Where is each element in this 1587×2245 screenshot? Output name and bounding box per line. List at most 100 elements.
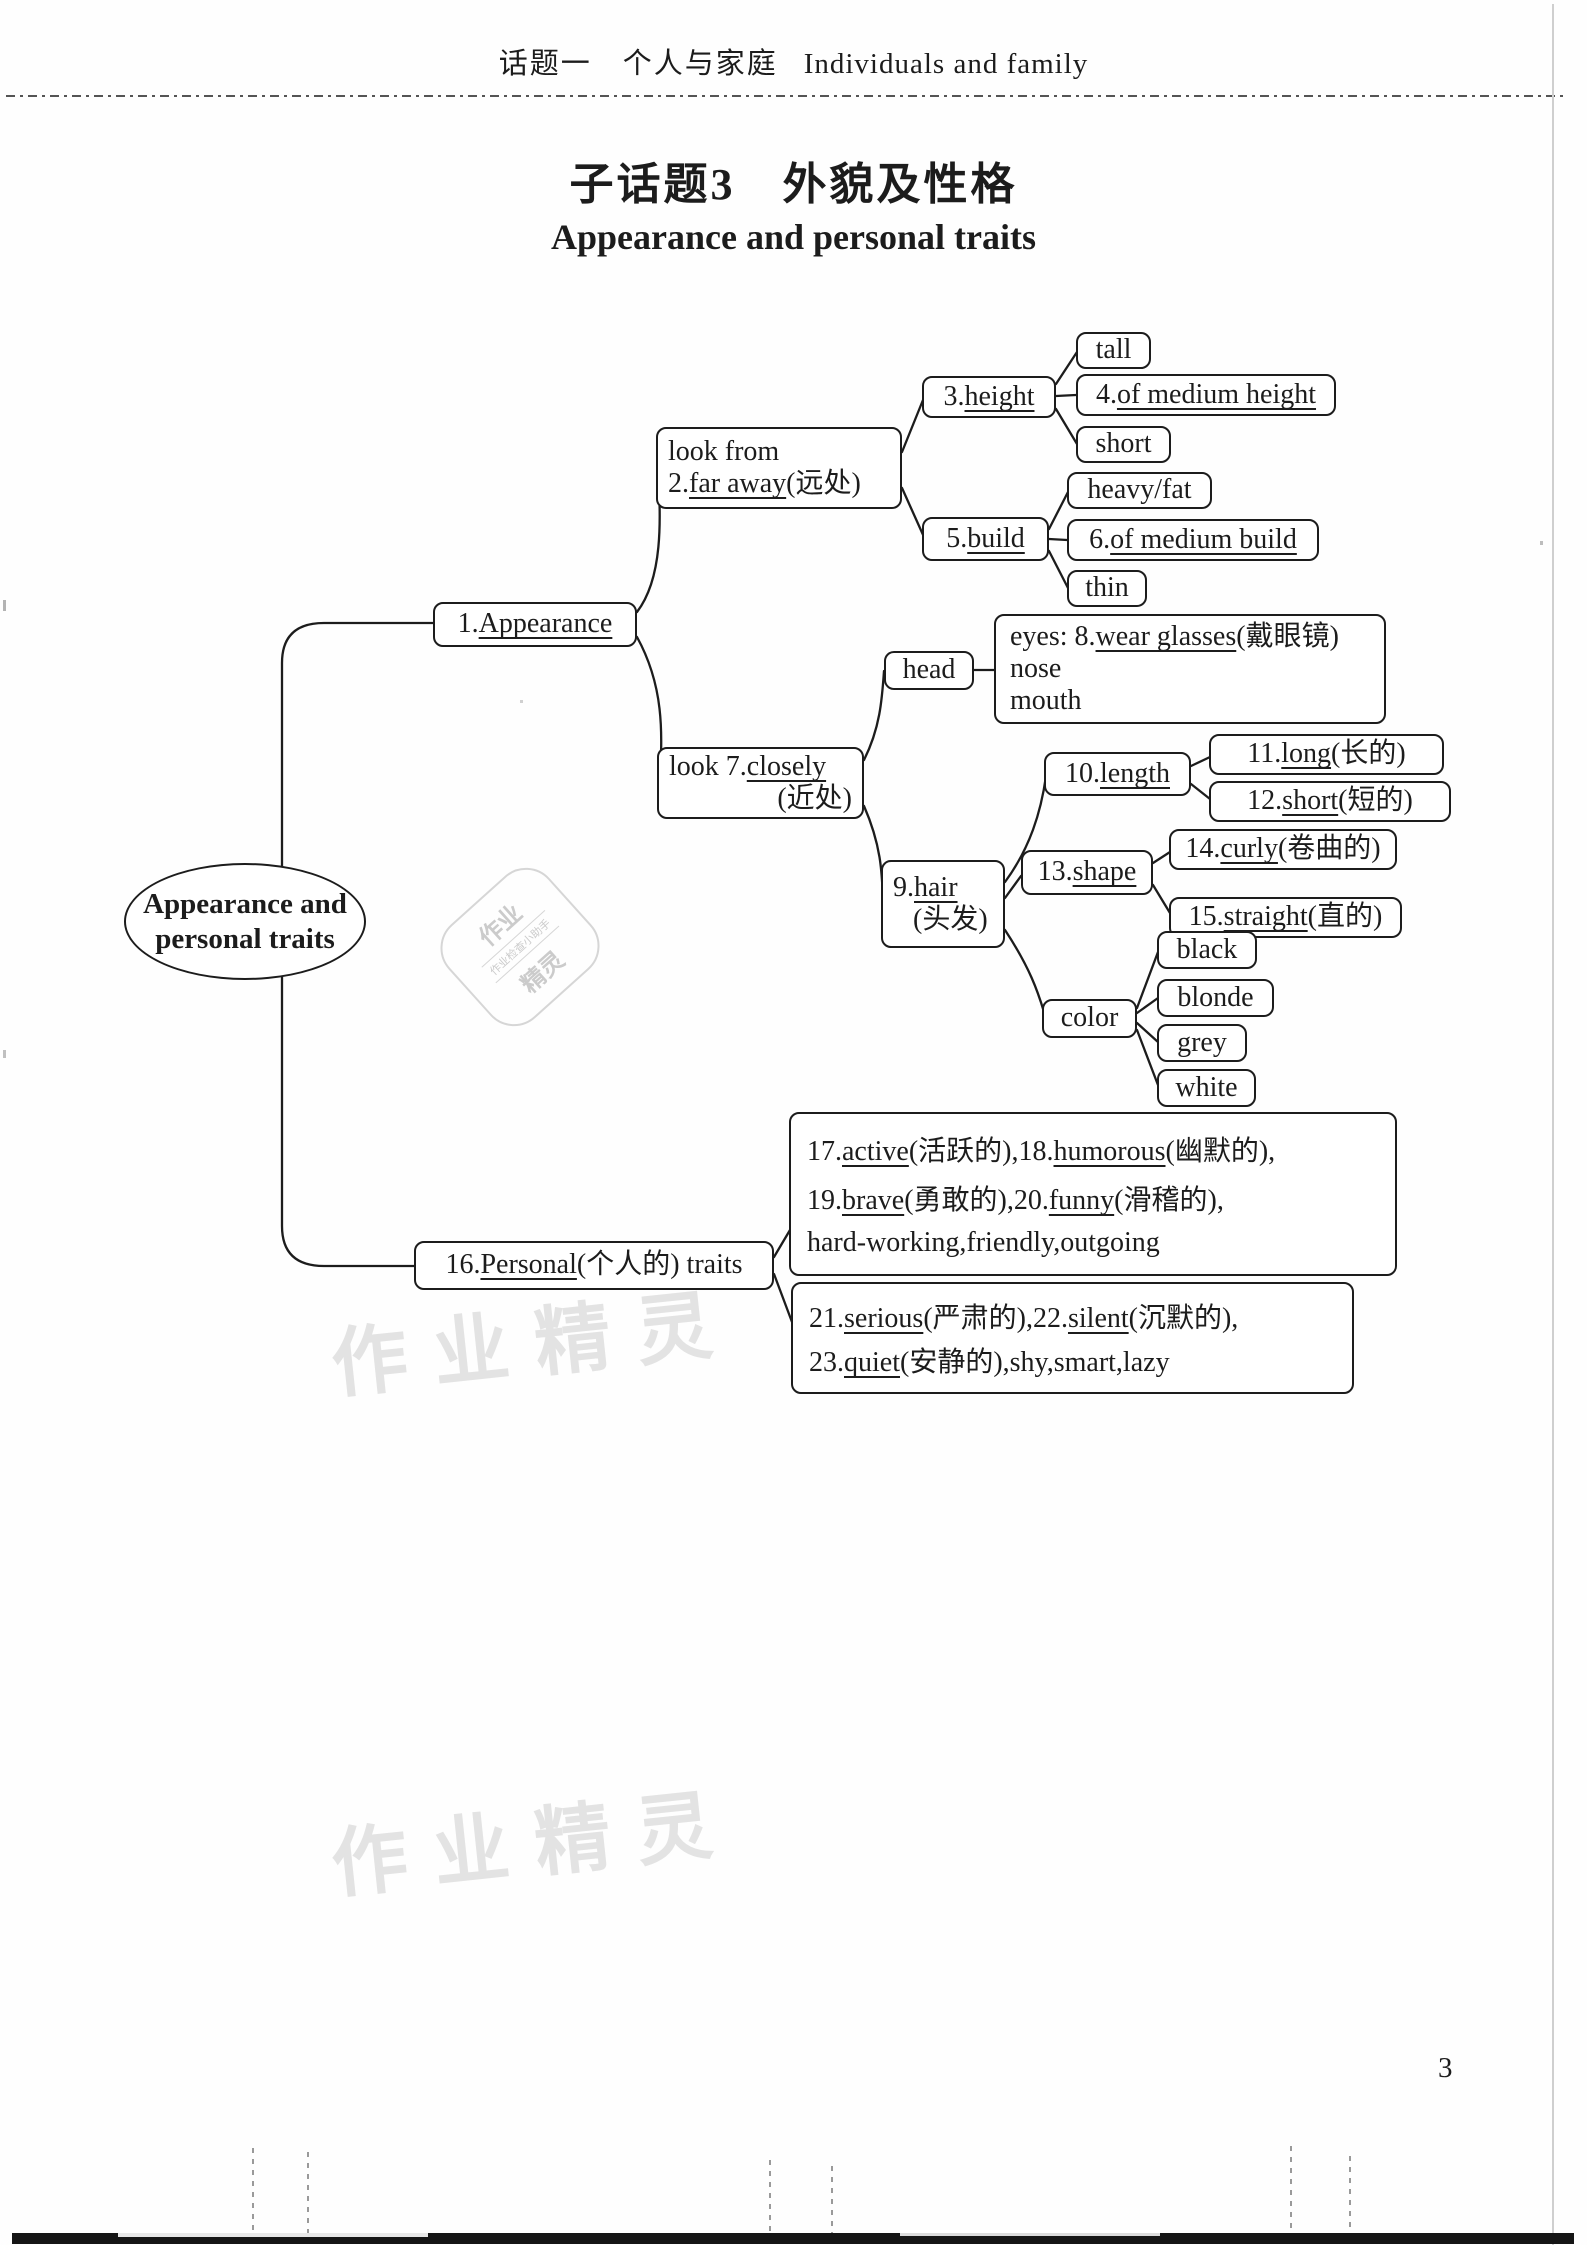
eyes-word: wear glasses [1095,620,1237,652]
long-word: long [1281,738,1332,770]
curly-cn: (卷曲的) [1277,833,1381,865]
closely-pre: look 7. [669,750,747,782]
node-black: black [1157,931,1257,969]
t1l2-u1: brave [842,1184,905,1216]
traits1-line-3: hard-working,friendly,outgoing [807,1227,1379,1259]
t2l1-u1: serious [844,1303,924,1334]
node-look-closely: look 7.closely (近处) [657,747,864,819]
header-topic-en: Individuals and family [803,48,1089,80]
node-white: white [1157,1069,1256,1107]
medium-height-num: 4. [1095,378,1117,410]
t2l1-s2: (严肃的),22. [923,1303,1068,1334]
node-shape: 13.shape [1021,850,1153,895]
heavy-fat-label: heavy/fat [1087,474,1192,506]
curly-word: curly [1220,833,1278,865]
height-num: 3. [943,380,965,412]
far-away-word: far away [689,468,787,499]
mouth-label: mouth [1010,685,1082,717]
node-thin: thin [1067,570,1147,607]
t2l2-s2: (安静的),shy,smart,lazy [900,1347,1170,1378]
t2l1-u2: silent [1067,1303,1129,1334]
node-short-height: short [1076,426,1171,463]
build-num: 5. [946,522,968,554]
personal-word: Personal [480,1249,577,1281]
head-features-line-1: eyes: 8.wear glasses(戴眼镜) [1010,621,1374,653]
short-length-num: 12. [1247,785,1283,817]
long-cn: (长的) [1331,738,1406,770]
hair-line-2: (头发) [893,904,1013,936]
far-away-num: 2. [668,468,689,499]
straight-num: 15. [1188,901,1224,933]
node-head: head [884,651,974,690]
color-label: color [1060,1002,1119,1034]
node-grey: grey [1157,1024,1247,1062]
mindmap-root-node: Appearance and personal traits [124,863,366,980]
traits2-line-2: 23.quiet(安静的),shy,smart,lazy [809,1340,1336,1380]
curly-num: 14. [1185,833,1221,865]
closely-line-2: (近处) [669,783,856,815]
short-length-cn: (短的) [1338,785,1413,817]
head-features-line-3: mouth [1010,685,1374,717]
node-curly: 14.curly(卷曲的) [1169,829,1397,870]
node-height: 3.height [922,376,1056,418]
hair-cn: (头发) [913,904,988,935]
grey-label: grey [1177,1026,1227,1058]
node-tall: tall [1076,332,1151,369]
node-long: 11.long(长的) [1209,734,1444,775]
far-away-l1: look from [668,435,780,467]
closely-line-1: look 7.closely [669,751,852,783]
shape-word: shape [1072,856,1137,888]
medium-build-word: of medium build [1110,523,1297,555]
short-length-word: short [1282,785,1339,817]
node-length: 10.length [1044,752,1191,796]
t1l2-u2: funny [1048,1184,1115,1216]
page-title: 子话题3 外貌及性格 [569,160,1018,209]
node-blonde: blonde [1157,979,1274,1017]
traits-box-2: 21.serious(严肃的),22.silent(沉默的), 23.quiet… [791,1282,1354,1394]
node-hair: 9.hair (头发) [881,860,1005,948]
node-personal-traits: 16.Personal(个人的) traits [414,1241,774,1290]
build-word: build [967,522,1025,554]
t2l1-s3: (沉默的), [1128,1303,1239,1334]
t1l1-u1: active [842,1135,909,1167]
eyes-cn: (戴眼镜) [1236,620,1339,652]
hair-num: 9. [893,871,914,903]
t2l2-s1: 23. [809,1347,844,1378]
node-look-far-away: look from 2.far away(远处) [656,427,902,509]
page-subtitle: Appearance and personal traits [551,217,1036,257]
header-topic-cn: 话题一 个人与家庭 [498,48,778,80]
personal-rest: (个人的) traits [576,1249,743,1281]
traits-box-1: 17.active(活跃的),18.humorous(幽默的), 19.brav… [789,1112,1397,1276]
straight-word: straight [1223,901,1308,933]
far-away-line-1: look from [668,436,890,468]
t1l2-s3: (滑稽的), [1114,1184,1224,1216]
appearance-num: 1. [457,608,479,640]
far-away-line-2: 2.far away(远处) [668,468,890,500]
appearance-word: Appearance [478,608,613,640]
t1l1-u2: humorous [1053,1135,1166,1167]
root-line-1: Appearance and [143,887,347,920]
shape-num: 13. [1037,856,1073,888]
head-features-line-2: nose [1010,653,1374,685]
far-away-cn: (远处) [786,468,861,499]
thin-label: thin [1085,572,1129,604]
black-label: black [1176,933,1238,965]
traits1-line-2: 19.brave(勇敢的),20.funny(滑稽的), [807,1178,1379,1218]
head-label: head [902,654,956,686]
page-number: 3 [1438,2052,1453,2084]
t1l3-s1: hard-working,friendly,outgoing [807,1227,1160,1259]
root-line-2: personal traits [155,922,335,955]
short-height-label: short [1095,428,1152,460]
personal-num: 16. [445,1249,481,1281]
closely-cn: (近处) [777,783,852,814]
node-of-medium-build: 6.of medium build [1067,519,1319,561]
nose-label: nose [1010,652,1062,684]
length-word: length [1100,757,1170,789]
straight-cn: (直的) [1307,901,1383,933]
node-appearance: 1.Appearance [433,602,637,647]
t1l2-s1: 19. [807,1184,842,1216]
node-of-medium-height: 4.of medium height [1076,374,1336,416]
blonde-label: blonde [1177,981,1254,1013]
traits1-line-1: 17.active(活跃的),18.humorous(幽默的), [807,1129,1379,1169]
